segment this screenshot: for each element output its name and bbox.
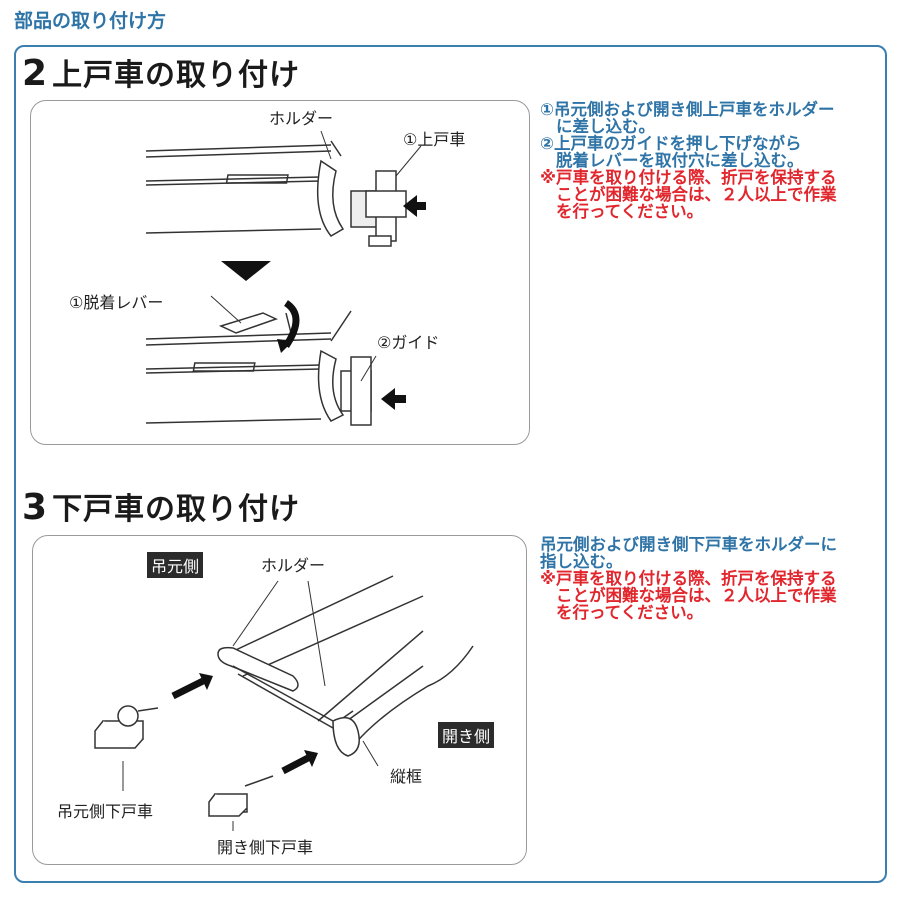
section-3-instructions: 吊元側および開き側下戸車をホルダーに 指し込む。 ※戸車を取り付ける際、折戸を保… [540, 536, 885, 621]
section-3-note-2: ことが困難な場合は、２人以上で作業 [556, 586, 837, 605]
section-3-title: 下戸車の取り付け [52, 492, 301, 527]
section-2-step-2: ②上戸車のガイドを押し下げながら [540, 134, 802, 153]
lower-roller-drawing [94, 575, 474, 831]
open-side-tag: 開き側 [438, 722, 495, 748]
section-2-step-1-cont: に差し込む。 [556, 117, 655, 136]
section-3-step-1: 吊元側および開き側下戸車をホルダーに [540, 535, 837, 554]
section-2-note-2: ことが困難な場合は、２人以上で作業 [556, 185, 837, 204]
section-2-number: 2 [22, 53, 49, 94]
vertical-frame-label: 縦框 [390, 767, 423, 786]
holder-label-lower: ホルダー [261, 556, 326, 575]
section-2-note-1: ※戸車を取り付ける際、折戸を保持する [540, 168, 837, 187]
upper-roller-drawing [145, 130, 426, 426]
section-2-title: 上戸車の取り付け [52, 58, 301, 93]
hinge-lower-roller-label: 吊元側下戸車 [57, 802, 154, 821]
section-2-step-2-cont: 脱着レバーを取付穴に差し込む。 [556, 151, 804, 170]
section-3-note-1: ※戸車を取り付ける際、折戸を保持する [540, 569, 837, 588]
lower-roller-illustration: 吊元側 ホルダー 開き側 縦框 吊元側下戸車 開き側下戸車 [32, 535, 527, 865]
guide-label: ②ガイド [377, 333, 440, 352]
section-2-note-3: を行ってください。 [556, 202, 704, 221]
hinge-side-tag: 吊元側 [147, 552, 204, 578]
section-3-step-1-cont: 指し込む。 [540, 552, 623, 571]
release-lever-label: ①脱着レバー [69, 293, 164, 312]
section-2-instructions: ①吊元側および開き側上戸車をホルダー に差し込む。 ②上戸車のガイドを押し下げな… [540, 101, 885, 220]
upper-roller-illustration: ホルダー ①上戸車 ①脱着レバー ②ガイド [30, 100, 530, 445]
section-3-note-3: を行ってください。 [556, 603, 704, 622]
content-panel [14, 45, 887, 883]
section-3-number: 3 [22, 487, 49, 528]
holder-label: ホルダー [269, 109, 334, 128]
open-lower-roller-label: 開き側下戸車 [217, 838, 314, 857]
upper-roller-label: ①上戸車 [403, 130, 466, 149]
section-2-step-1: ①吊元側および開き側上戸車をホルダー [540, 100, 835, 119]
page-title: 部品の取り付け方 [14, 10, 167, 32]
